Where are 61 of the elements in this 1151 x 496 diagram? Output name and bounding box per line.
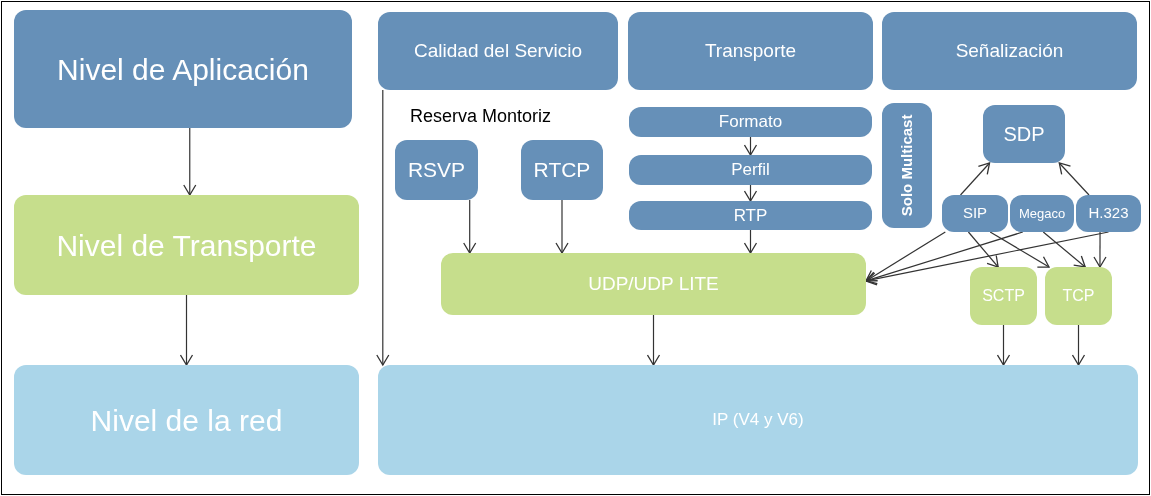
arrow bbox=[1042, 231, 1086, 268]
layer-box bbox=[14, 195, 359, 295]
box-label: Megaco bbox=[1017, 204, 1067, 223]
layer-box bbox=[378, 365, 1138, 475]
layer-pill bbox=[629, 201, 872, 230]
layer-pill bbox=[629, 107, 872, 137]
box-label: SDP bbox=[1002, 122, 1046, 147]
box-label: Perfil bbox=[730, 159, 771, 182]
arrow bbox=[743, 136, 758, 156]
layer-pill bbox=[629, 155, 872, 185]
arrow bbox=[1093, 231, 1107, 268]
layer-box bbox=[395, 140, 478, 200]
box-label: Formato bbox=[717, 111, 784, 134]
box-label: H.323 bbox=[1087, 203, 1130, 224]
layer-box bbox=[628, 12, 873, 90]
arrow bbox=[967, 231, 999, 268]
box-label: RTCP bbox=[532, 157, 592, 184]
arrow bbox=[989, 231, 1050, 268]
arrow bbox=[183, 127, 197, 196]
box-label: RTP bbox=[732, 204, 769, 227]
layer-box bbox=[441, 253, 866, 315]
protocol-pill bbox=[1076, 195, 1141, 232]
box-label: RSVP bbox=[406, 157, 467, 184]
box-label: SCTP bbox=[981, 286, 1026, 306]
arrow bbox=[743, 184, 758, 202]
arrow bbox=[865, 231, 1024, 285]
box-label: Calidad del Servicio bbox=[413, 39, 583, 63]
group-caption: Reserva Montoriz bbox=[410, 105, 552, 128]
arrow bbox=[865, 231, 946, 282]
layer-box bbox=[882, 12, 1137, 90]
arrow bbox=[959, 162, 991, 196]
layer-box bbox=[378, 12, 618, 90]
arrow bbox=[1071, 324, 1086, 366]
arrow bbox=[743, 229, 758, 254]
layer-box bbox=[14, 10, 352, 128]
box-label: Solo Multicast bbox=[897, 113, 916, 219]
protocol-pill bbox=[1010, 195, 1074, 232]
box-label: Nivel de la red bbox=[89, 402, 284, 439]
protocol-pill bbox=[942, 195, 1008, 232]
arrow bbox=[646, 314, 661, 366]
arrow bbox=[463, 199, 477, 254]
box-label: TCP bbox=[1061, 286, 1096, 306]
layer-box bbox=[521, 140, 603, 200]
box-label: Señalización bbox=[954, 38, 1065, 63]
arrow bbox=[996, 324, 1011, 366]
arrow bbox=[865, 231, 1110, 286]
layer-pill bbox=[882, 103, 932, 228]
box-label: UDP/UDP LITE bbox=[587, 271, 720, 296]
box-label: IP (V4 y V6) bbox=[711, 409, 805, 432]
arrow bbox=[555, 199, 569, 254]
layer-box bbox=[970, 267, 1037, 325]
arrow bbox=[1058, 162, 1090, 196]
arrow bbox=[179, 294, 194, 366]
layer-box bbox=[983, 105, 1065, 163]
layer-box bbox=[1045, 267, 1112, 325]
box-label: SIP bbox=[961, 203, 989, 224]
box-label: Transporte bbox=[703, 38, 798, 63]
box-label: Nivel de Aplicación bbox=[56, 51, 310, 88]
box-label: Nivel de Transporte bbox=[55, 227, 318, 264]
layer-box bbox=[14, 365, 359, 475]
arrow bbox=[376, 89, 390, 366]
